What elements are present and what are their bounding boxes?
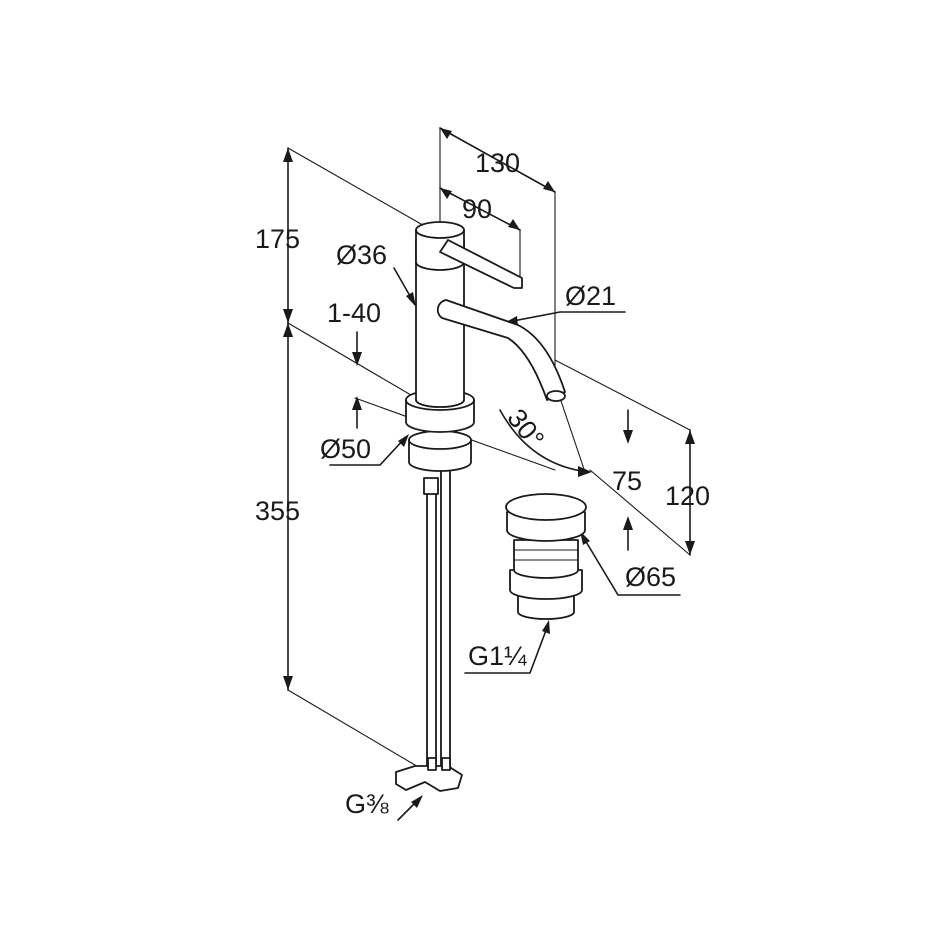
- spout: [436, 299, 566, 401]
- dimension-lines: [283, 127, 695, 821]
- extension-lines: [287, 127, 691, 769]
- dim-arrow: [543, 181, 555, 192]
- label-thread-hose: G⅜: [345, 789, 389, 819]
- dim-line-90: [439, 187, 521, 231]
- label-diameter-base: Ø50: [320, 434, 371, 464]
- dim-arrow: [542, 620, 550, 634]
- leader-thread-waste: [464, 624, 549, 674]
- dim-arrow: [283, 148, 293, 162]
- faucet: [395, 221, 566, 792]
- lever-handle: [439, 239, 523, 289]
- dim-arrow: [411, 795, 423, 808]
- leader-diameter-waste: [581, 534, 681, 596]
- label-175: 175: [255, 224, 300, 254]
- label-90: 90: [462, 194, 492, 224]
- spout-tip: [546, 390, 566, 402]
- dim-arrow: [440, 188, 452, 199]
- dim-arrow: [440, 128, 452, 139]
- label-75: 75: [612, 466, 642, 496]
- dim-arrow: [283, 323, 293, 337]
- dim-arrow: [352, 396, 362, 410]
- label-30-degrees: 30°: [501, 403, 550, 454]
- dim-arrow: [283, 309, 293, 323]
- dim-arrow: [685, 430, 695, 444]
- label-diameter-spout: Ø21: [565, 281, 616, 311]
- waste-cap: [505, 493, 587, 521]
- pop-up-waste: [505, 493, 587, 620]
- dim-arrow: [283, 676, 293, 690]
- label-diameter-body: Ø36: [336, 240, 387, 270]
- dim-arrow: [508, 219, 520, 230]
- label-130: 130: [475, 148, 520, 178]
- dim-arrow: [406, 292, 416, 307]
- faucet-cap-top: [415, 221, 465, 239]
- supply-hose: [395, 469, 463, 792]
- dimension-labels: 175 Ø36 1-40 Ø50 355 130 90 Ø21 30° 75 1…: [255, 148, 710, 819]
- label-1-40: 1-40: [327, 298, 381, 328]
- dim-arrow: [578, 466, 592, 477]
- dim-arrow: [623, 516, 633, 530]
- dim-arrow: [352, 352, 362, 366]
- leader-diameter-spout: [507, 311, 626, 323]
- dim-arc-30: [499, 409, 589, 473]
- label-355: 355: [255, 496, 300, 526]
- dim-arrow: [623, 430, 633, 444]
- dim-arrow: [398, 434, 409, 447]
- dim-line-130: [439, 127, 556, 193]
- faucet-body: [415, 239, 465, 408]
- leader-diameter-base: [329, 437, 406, 466]
- label-120: 120: [665, 481, 710, 511]
- label-diameter-waste: Ø65: [625, 562, 676, 592]
- dim-arrow: [685, 541, 695, 555]
- label-thread-waste: G1¼: [468, 641, 527, 671]
